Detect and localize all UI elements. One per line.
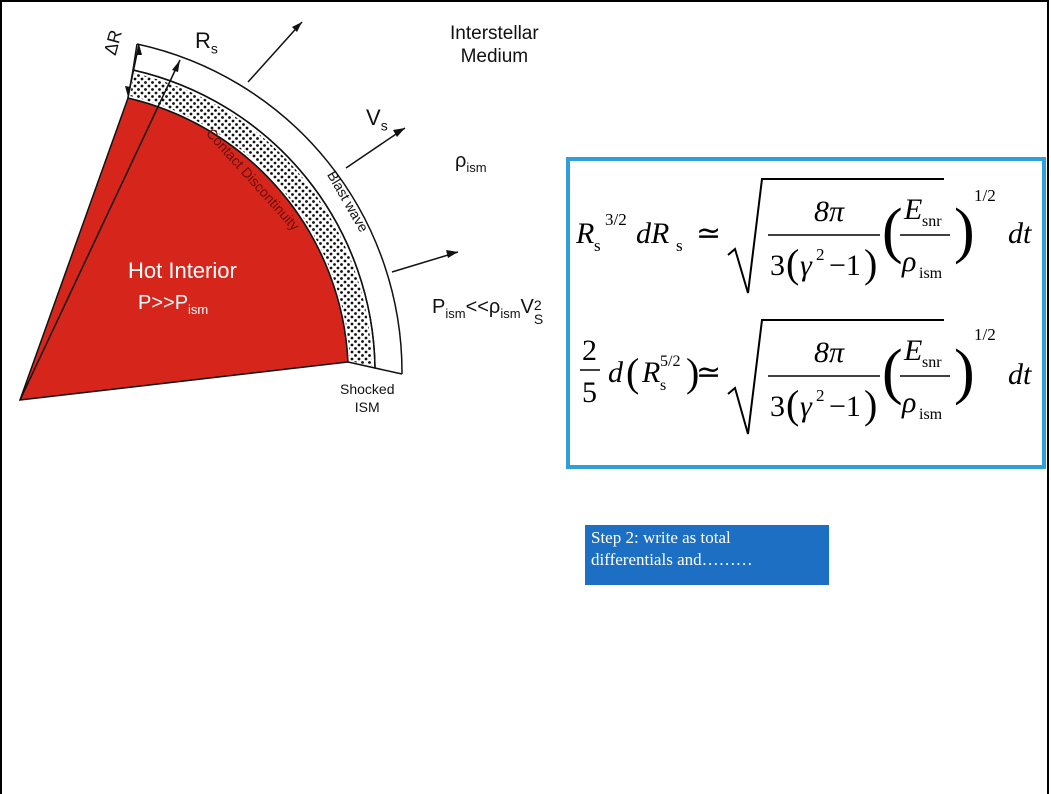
svg-text:): ) — [864, 382, 877, 427]
eq2-dt: dt — [1008, 358, 1032, 391]
eq1-rho: ρ — [901, 245, 916, 278]
vs-label: Vs — [366, 105, 388, 133]
interstellar-medium-label: Interstellar Medium — [450, 22, 539, 68]
svg-text:(: ( — [882, 197, 903, 265]
hot-interior-text: Hot Interior — [128, 258, 237, 283]
eq1-lhs-d: dR — [636, 217, 669, 250]
hot-interior-label: Hot Interior — [128, 258, 237, 284]
eq1-radical — [727, 178, 944, 294]
svg-text:(: ( — [882, 338, 903, 406]
interstellar-line2: Medium — [460, 46, 529, 67]
shocked-ism-label: Shocked ISM — [340, 380, 394, 416]
rs-main: R — [195, 28, 211, 53]
eq2-frac-den: 5 — [582, 376, 597, 409]
outward-arrow-1 — [247, 21, 303, 83]
eq1-e: E — [903, 193, 922, 226]
rho-main: ρ — [455, 150, 467, 172]
eq2-rho-sub: ism — [919, 406, 943, 423]
pism-sub: ism — [445, 306, 466, 321]
eq2-d: d — [608, 356, 624, 389]
step-note: Step 2: write as total differentials and… — [585, 525, 829, 585]
eq1-e-sub: snr — [922, 213, 942, 230]
eq1-num: 8π — [814, 195, 845, 228]
eq1-lhs-sub2: s — [676, 236, 683, 255]
eq1-rho-sub: ism — [919, 265, 943, 282]
rs-label: Rs — [195, 28, 218, 56]
svg-text:(: ( — [626, 350, 639, 395]
vs-sub: s — [380, 117, 388, 134]
eq2-r-exp: 5/2 — [660, 353, 680, 370]
hot-interior-region — [18, 97, 349, 401]
blast-wave-outer — [136, 43, 403, 375]
equation-2: 2 5 d ( R s 5/2 ) ≃ 8π 3 ( γ 2 −1 ) ( E … — [580, 319, 1032, 435]
eq1-lhs-exp: 3/2 — [605, 210, 627, 229]
eq2-den-gamma: γ — [800, 390, 813, 423]
eq1-outer-exp: 1/2 — [974, 186, 996, 205]
eq1-den-gamma: γ — [800, 249, 813, 282]
eq2-den-3: 3 — [770, 390, 785, 423]
eq1-lhs-sub: s — [594, 236, 601, 255]
pism-mid: <<ρ — [465, 296, 501, 318]
eq2-frac-num: 2 — [582, 334, 597, 367]
eq2-den-rest: −1 — [829, 390, 861, 423]
rs-arrow — [19, 59, 181, 401]
shocked-shell-dots — [130, 73, 372, 366]
blast-wave-diagram — [18, 21, 459, 401]
eq1-lhs-r: R — [575, 217, 594, 250]
eq1-den-3: 3 — [770, 249, 785, 282]
eq2-e: E — [903, 334, 922, 367]
eq1-dt: dt — [1008, 217, 1032, 250]
pressure-sub: ism — [188, 302, 209, 317]
pism-vsub: S — [533, 311, 544, 327]
vs-arrow — [345, 127, 406, 169]
eq2-r: R — [641, 356, 660, 389]
vs-main: V — [366, 105, 381, 130]
rs-sub: s — [210, 40, 218, 57]
eq2-approx: ≃ — [696, 356, 721, 389]
eq2-r-sub: s — [660, 377, 666, 394]
eq1-den-rest: −1 — [829, 249, 861, 282]
pism-v: V — [520, 296, 534, 318]
pism-main: P — [432, 296, 446, 318]
equation-box — [566, 157, 1046, 469]
svg-text:): ) — [954, 338, 975, 406]
pressure-label: P>>Pism — [138, 292, 208, 317]
eq2-num: 8π — [814, 336, 845, 369]
svg-text:(: ( — [786, 241, 799, 286]
pism-vsup: 2 — [533, 297, 542, 313]
eq2-rho: ρ — [901, 386, 916, 419]
rho-ism-label: ρism — [455, 150, 487, 175]
eq2-den-exp: 2 — [816, 386, 825, 405]
outward-arrow-3 — [391, 251, 459, 273]
step-note-line2: differentials and……… — [591, 550, 753, 569]
step-note-line1: Step 2: write as total — [591, 528, 731, 547]
eq1-approx: ≃ — [696, 217, 721, 250]
eq2-radical — [727, 319, 944, 435]
shocked-line2: ISM — [354, 399, 380, 415]
rho-sub: ism — [466, 160, 487, 175]
svg-text:): ) — [954, 197, 975, 265]
eq1-den-exp: 2 — [816, 245, 825, 264]
svg-text:(: ( — [786, 382, 799, 427]
equation-1: R s 3/2 dR s ≃ 8π 3 ( γ 2 −1 ) ( E snr ρ… — [575, 178, 1032, 294]
shocked-line1: Shocked — [340, 381, 395, 397]
svg-text:): ) — [864, 241, 877, 286]
svg-text:): ) — [686, 350, 699, 395]
pism-sub2: ism — [500, 306, 521, 321]
interstellar-line1: Interstellar — [450, 23, 539, 44]
eq2-outer-exp: 1/2 — [974, 325, 996, 344]
pressure-main: P>>P — [138, 292, 189, 314]
eq2-e-sub: snr — [922, 354, 942, 371]
blast-wave-shell — [132, 69, 376, 369]
